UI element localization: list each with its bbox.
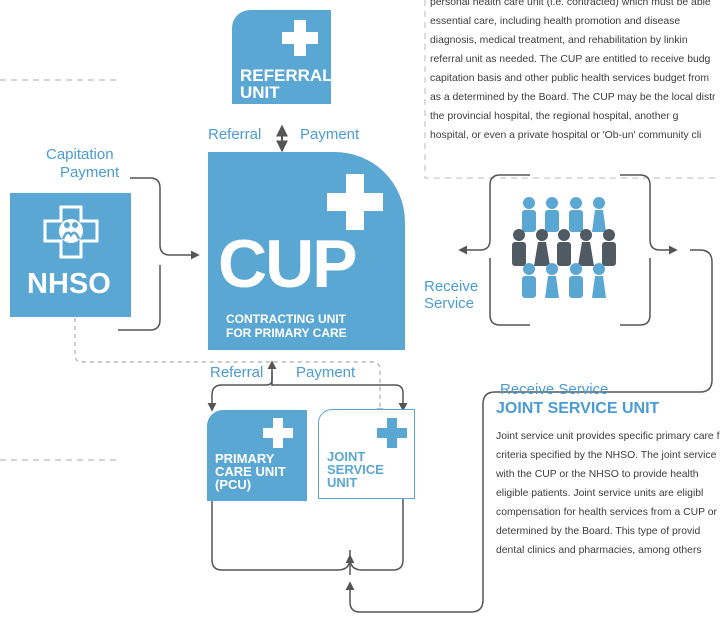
cup-description-line: referral unit as needed. The CUP are ent… [430, 54, 711, 65]
pcu-label-2: CARE UNIT [215, 464, 286, 479]
medical-cross-icon-bar [282, 32, 318, 44]
capitation-label-1: Capitation [46, 146, 114, 163]
referral-unit-label-2: UNIT [240, 83, 280, 102]
jsu-label-3: UNIT [327, 475, 358, 490]
nhso-to-jsu-dashed [74, 318, 384, 416]
referral-bottom-label: Referral [210, 364, 264, 381]
joint-service-line: determined by the Board. This type of pr… [496, 526, 701, 537]
nhso-node: NHSO [10, 193, 131, 317]
capitation-arrow [130, 177, 200, 260]
people-bracket-right-lower [620, 258, 651, 326]
medical-cross-icon-bar [263, 428, 293, 438]
family-emblem-icon [43, 205, 99, 259]
dashed-guide-right [424, 0, 720, 179]
cup-description-line: essential care, including health promoti… [430, 16, 681, 27]
nhso-label: NHSO [27, 268, 111, 300]
medical-cross-icon-bar [327, 193, 383, 211]
cup-node: CUP CONTRACTING UNIT FOR PRIMARY CARE [208, 152, 405, 350]
cup-description-line: as a determined by the Board. The CUP ma… [430, 92, 716, 103]
receive-service-right-label: Receive Service [500, 381, 609, 398]
payment-top-label: Payment [300, 126, 360, 143]
cup-description-line: the provincial hospital, the regional ho… [430, 111, 679, 122]
cup-description-paragraph: personal health care unit (i.e. contract… [430, 0, 720, 145]
joint-service-line: with the CUP or the NHSO to provide heal… [496, 469, 699, 480]
receive-service-arrow-left [458, 174, 530, 255]
receive-service-long-line [345, 249, 713, 613]
pcu-label-3: (PCU) [215, 477, 252, 492]
pcu-label-1: PRIMARY [215, 451, 275, 466]
joint-service-line: Joint service unit provides specific pri… [496, 431, 720, 442]
people-bracket-left-lower [489, 258, 530, 326]
joint-service-line: eligible patients. Joint service units a… [496, 488, 704, 499]
joint-service-line: criteria specified by the NHSO. The join… [496, 450, 720, 461]
bottom-bracket-right [349, 500, 404, 571]
jsu-label-2: SERVICE [327, 462, 384, 477]
cup-to-jsu-arrow [272, 384, 408, 412]
people-bracket-right [620, 174, 678, 255]
people-group-icon [512, 197, 616, 298]
capitation-label-2: Payment [60, 164, 120, 181]
cup-big-label: CUP [218, 226, 358, 302]
referral-top-label: Referral [208, 126, 262, 143]
referral-unit-label-1: REFERRAL [240, 66, 333, 85]
referral-unit-node: REFERRAL UNIT [232, 10, 333, 104]
cup-description-line: diagnosis, medical treatment, and rehabi… [430, 35, 688, 46]
cup-sub-label-2: FOR PRIMARY CARE [226, 326, 347, 340]
cup-description-line: hospital, or even a private hospital or … [430, 130, 702, 141]
cup-description-line: personal health care unit (i.e. contract… [430, 0, 711, 8]
bottom-bracket-left [211, 505, 351, 571]
payment-bottom-label: Payment [296, 364, 356, 381]
joint-service-heading: JOINT SERVICE UNIT [496, 400, 660, 417]
pcu-node: PRIMARY CARE UNIT (PCU) [207, 410, 307, 501]
receive-service-left-label-2: Service [424, 295, 475, 312]
joint-service-line: dental clinics and pharmacies, among oth… [496, 545, 702, 556]
capitation-bracket-lower [118, 265, 161, 331]
jsu-node: JOINT SERVICE UNIT [318, 409, 415, 499]
receive-service-left-label-1: Receive [424, 278, 479, 295]
cup-description-line: capitation basis and other public health… [430, 73, 709, 84]
cup-sub-label-1: CONTRACTING UNIT [226, 312, 346, 326]
joint-service-paragraph: Joint service unit provides specific pri… [496, 427, 720, 560]
jsu-label-1: JOINT [327, 449, 366, 464]
medical-cross-icon-bar [377, 428, 407, 438]
joint-service-line: compensation for health services from a … [496, 507, 720, 518]
